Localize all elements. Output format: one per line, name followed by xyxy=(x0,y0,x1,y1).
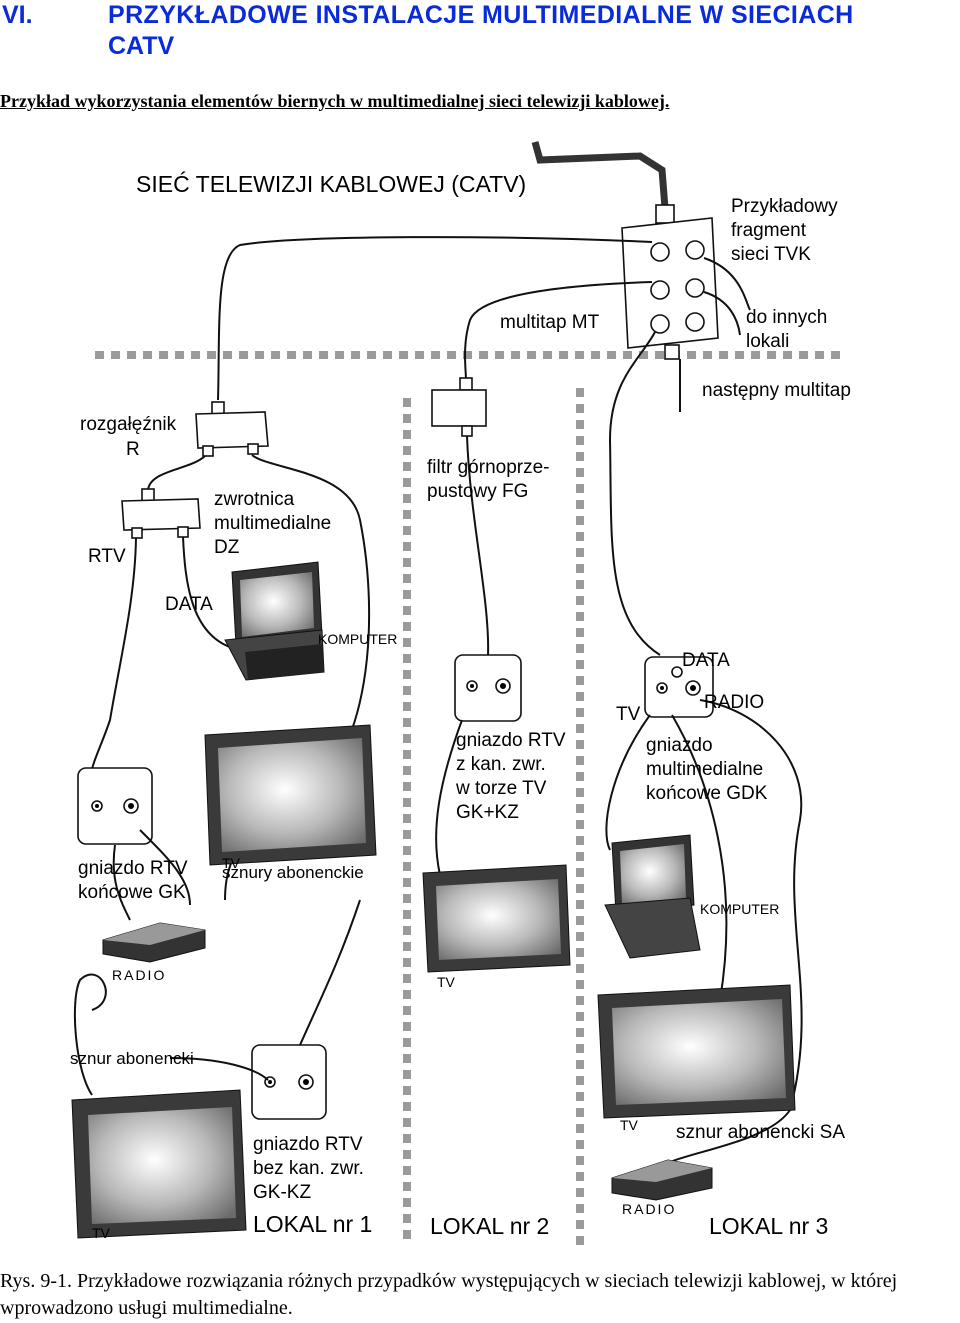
label-data-1: DATA xyxy=(165,594,213,615)
label-diplexer-2: multimedialne xyxy=(214,513,331,534)
socket-gk xyxy=(77,767,153,845)
label-premises-3: LOKAL nr 3 xyxy=(709,1213,828,1239)
wire-subscriber-cord xyxy=(169,1057,269,1081)
wire-radio-sa xyxy=(669,699,803,1163)
wire-diplexer-socket xyxy=(90,537,137,781)
tv-lokal1-bottom xyxy=(71,1089,247,1239)
section-title-line1: PRZYKŁADOWE INSTALACJE MULTIMEDIALNE W S… xyxy=(108,1,854,29)
wire-socket-radio xyxy=(139,829,191,906)
splitter-device xyxy=(195,401,269,457)
label-premises-1: LOKAL nr 1 xyxy=(253,1211,372,1237)
tv-lokal3 xyxy=(597,984,796,1119)
computer-1 xyxy=(224,561,325,681)
tv-lokal1-main xyxy=(204,724,377,866)
label-subscriber-cords: sznury abonenckie xyxy=(222,863,364,882)
label-diplexer-3: DZ xyxy=(214,537,240,558)
label-socket-gkkz2-2: bez kan. zwr. xyxy=(253,1158,364,1179)
multitap-device xyxy=(621,217,719,360)
label-socket-gkkz2-3: GK-KZ xyxy=(253,1182,311,1203)
tv-lokal2 xyxy=(422,864,571,973)
socket-gk-kz xyxy=(251,1044,327,1120)
label-socket-gk-1: gniazdo RTV xyxy=(78,858,188,879)
wire-socket-tv2 xyxy=(435,719,463,876)
label-socket-gkkz-1: gniazdo RTV xyxy=(456,730,566,751)
wire-socket-gk xyxy=(112,844,131,921)
label-fragment-1: Przykładowy xyxy=(731,196,838,217)
label-computer-1: KOMPUTER xyxy=(318,631,397,647)
label-tv-small-3: TV xyxy=(92,1225,111,1241)
label-socket-gdk-1: gniazdo xyxy=(646,735,713,756)
section-title-line2: CATV xyxy=(108,32,175,60)
wire-to-socket-gkkz xyxy=(299,899,361,1046)
label-filter-1: filtr górnoprze- xyxy=(427,457,550,478)
label-radio-2: RADIO xyxy=(622,1201,676,1217)
wire-gdk-computer xyxy=(605,714,651,851)
wire-to-lokal3 xyxy=(608,331,661,656)
socket-gdk xyxy=(644,656,714,718)
computer-2 xyxy=(604,834,701,959)
wire-lokal1-tv2 xyxy=(73,973,107,1096)
wire-filter-socket xyxy=(466,435,490,657)
label-socket-gdk-3: końcowe GDK xyxy=(646,783,768,804)
label-premises-2: LOKAL nr 2 xyxy=(430,1213,549,1239)
label-splitter-2: R xyxy=(126,439,140,460)
label-socket-gkkz-3: w torze TV xyxy=(455,778,547,799)
label-radio-1: RADIO xyxy=(112,967,166,983)
label-socket-gk-2: końcowe GK xyxy=(78,882,186,903)
section-number: VI. xyxy=(2,1,33,29)
trunk-cable xyxy=(531,141,669,209)
wire-to-lokal1 xyxy=(217,236,653,401)
diplexer-device xyxy=(121,488,201,539)
radio-2 xyxy=(611,1159,713,1201)
wire-to-lokal2 xyxy=(464,281,653,381)
label-filter-2: pustowy FG xyxy=(427,481,528,502)
label-diplexer-1: zwrotnica xyxy=(214,489,295,510)
radio-1 xyxy=(102,922,206,963)
socket-gk-kz-lokal2 xyxy=(454,654,522,722)
label-socket-gkkz-4: GK+KZ xyxy=(456,802,519,823)
subtitle: Przykład wykorzystania elementów biernyc… xyxy=(0,91,670,111)
label-subscriber-cord: sznur abonencki xyxy=(70,1049,194,1068)
label-tv-small-1: TV xyxy=(222,855,241,871)
label-splitter-1: rozgałęźnik xyxy=(80,414,177,435)
highpass-filter xyxy=(431,377,487,437)
label-fragment-3: sieci TVK xyxy=(731,244,811,265)
label-tv-small-4: TV xyxy=(620,1117,639,1133)
label-other-premises-1: do innych xyxy=(746,307,827,328)
wire-splitter-diplexer xyxy=(147,455,206,491)
label-radio: RADIO xyxy=(704,692,764,713)
label-data-2: DATA xyxy=(682,650,730,671)
label-socket-gkkz-2: z kan. zwr. xyxy=(456,754,546,775)
wire-gdk-tv xyxy=(671,714,728,1001)
label-computer-2: KOMPUTER xyxy=(700,901,779,917)
label-tv-small-2: TV xyxy=(437,974,456,990)
trunk-connector xyxy=(655,204,675,224)
wire-other-2 xyxy=(703,291,741,336)
label-multitap: multitap MT xyxy=(500,312,600,333)
label-socket-gkkz2-1: gniazdo RTV xyxy=(253,1134,363,1155)
wire-diplexer-computer xyxy=(182,536,241,651)
figure-caption: Rys. 9-1. Przykładowe rozwiązania różnyc… xyxy=(0,1270,898,1319)
label-rtv: RTV xyxy=(88,546,126,567)
label-subscriber-cord-sa: sznur abonencki SA xyxy=(676,1122,845,1143)
label-other-premises-2: lokali xyxy=(746,331,789,352)
label-network-title: SIEĆ TELEWIZJI KABLOWEJ (CATV) xyxy=(136,171,526,197)
label-socket-gdk-2: multimedialne xyxy=(646,759,763,780)
label-next-multitap: następny multitap xyxy=(702,380,851,401)
label-tv: TV xyxy=(616,704,641,725)
label-fragment-2: fragment xyxy=(731,220,807,241)
wire-other-1 xyxy=(703,257,751,311)
